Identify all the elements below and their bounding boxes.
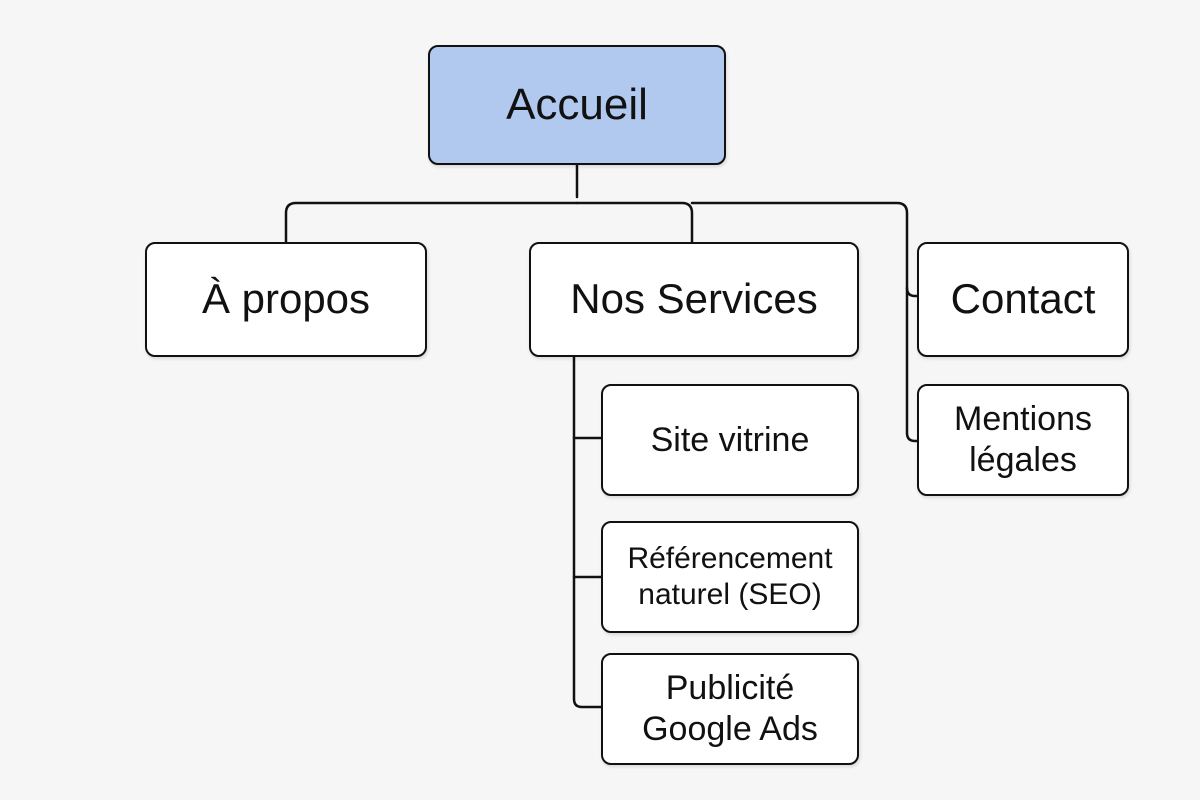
connector-services-trunk [572,355,603,709]
node-publicite-google-ads-label: Publicité Google Ads [642,669,818,748]
connector-to-contact [905,286,919,298]
node-site-vitrine-label: Site vitrine [650,420,810,459]
node-contact-label: Contact [950,275,1096,323]
node-referencement-naturel: Référencement naturel (SEO) [601,521,859,633]
node-accueil: Accueil [428,45,726,165]
node-nos-services-label: Nos Services [570,275,818,323]
connector-to-apropos [284,201,579,244]
node-accueil-label: Accueil [506,79,648,129]
node-site-vitrine: Site vitrine [601,384,859,496]
node-nos-services: Nos Services [529,242,859,357]
connector-to-right-branch [690,201,919,443]
node-mentions-legales-label: Mentions légales [954,400,1092,479]
connector-to-services [575,201,694,244]
node-a-propos: À propos [145,242,427,357]
node-contact: Contact [917,242,1129,357]
node-publicite-google-ads: Publicité Google Ads [601,653,859,765]
node-mentions-legales: Mentions légales [917,384,1129,496]
node-referencement-naturel-label: Référencement naturel (SEO) [627,542,833,611]
node-a-propos-label: À propos [201,275,371,323]
